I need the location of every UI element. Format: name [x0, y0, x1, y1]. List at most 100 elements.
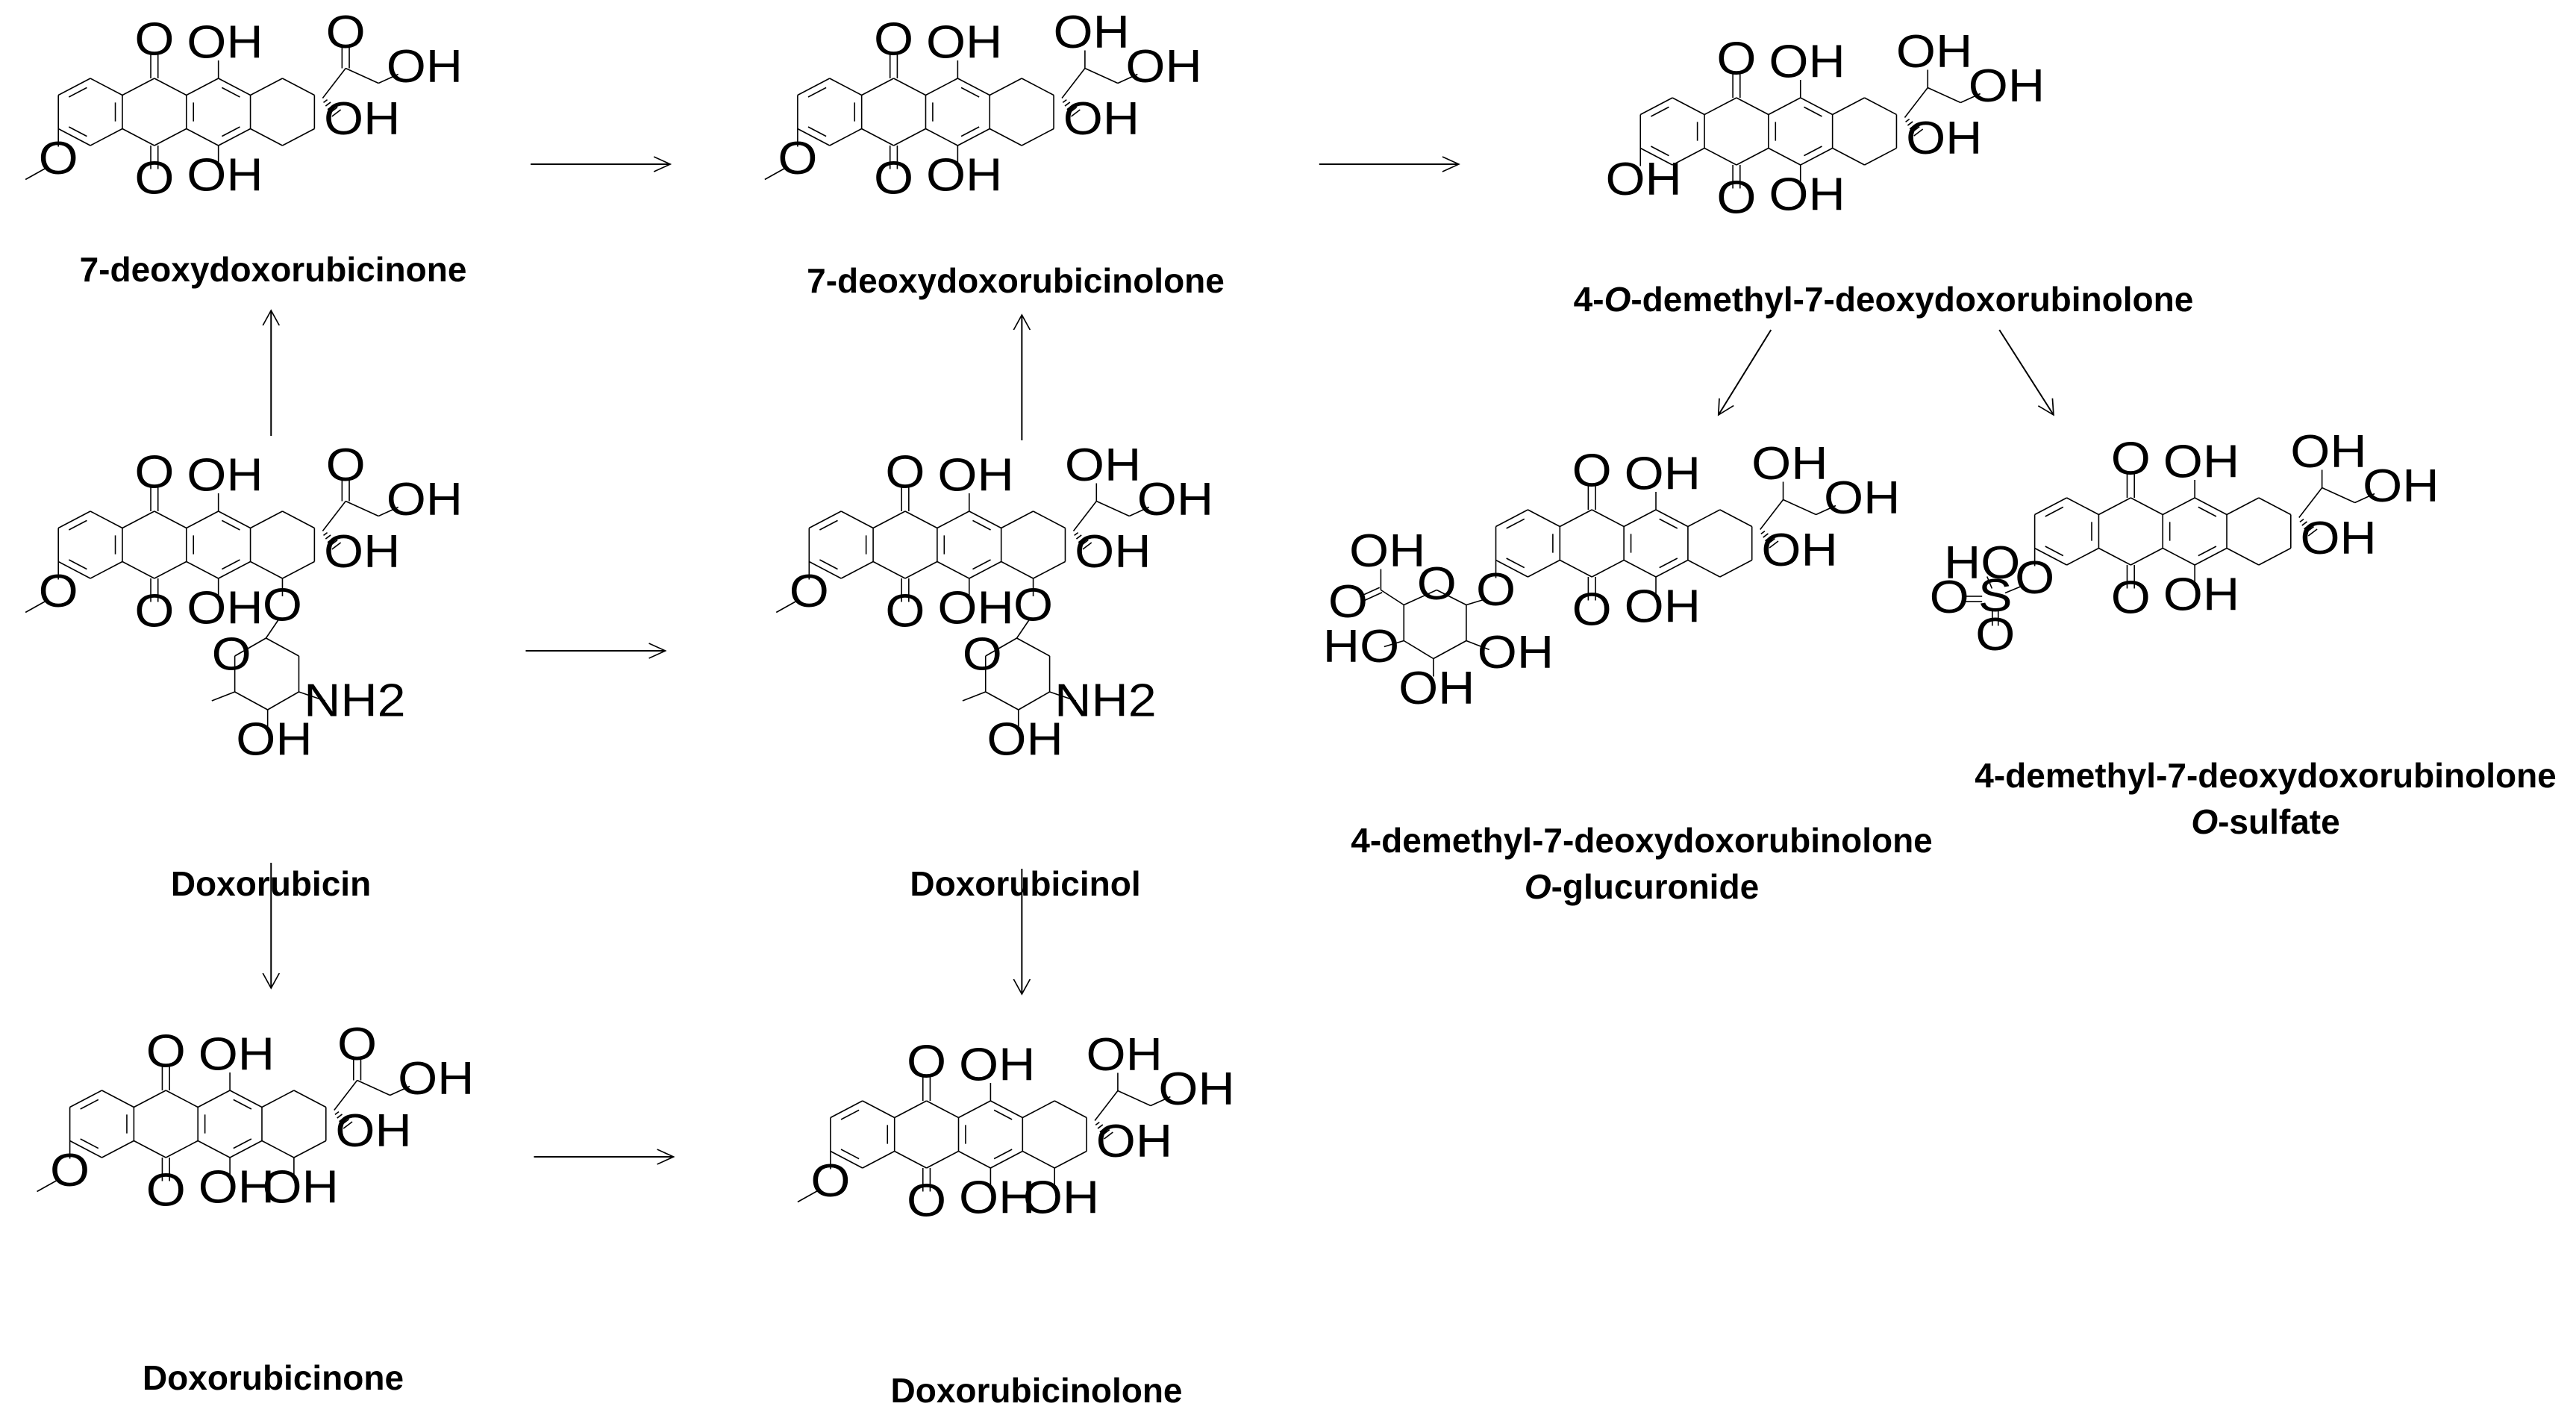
hydroxyl-group: OH: [1625, 447, 1701, 499]
hydroxyl-group: OH: [1158, 1063, 1234, 1114]
ring-oxygen: O: [963, 628, 1002, 679]
hydroxyl-group: OH: [198, 1028, 275, 1079]
hydroxyl-group: OH: [937, 581, 1013, 633]
hydroxyl-group: OH: [1969, 60, 2045, 111]
hydroxyl-group: OH: [187, 581, 263, 633]
hydroxyl-group: OH: [387, 473, 463, 525]
hydroxyl-group: OH: [959, 1038, 1035, 1090]
hydroxyl-group: OH: [1906, 112, 1982, 163]
hydroxyl-group: OH: [187, 149, 263, 200]
sulfonyl-oxygen: O: [1975, 608, 2015, 660]
ketone-oxygen: O: [885, 584, 925, 636]
ketone-oxygen: O: [2111, 432, 2151, 484]
hydroxyl-group: OH: [1075, 525, 1151, 577]
hydroxyl-group: OH: [1824, 472, 1900, 523]
ketone-oxygen: O: [337, 1018, 377, 1069]
hydroxyl-group: OH: [1769, 35, 1845, 87]
hydroxyl-group: OH: [937, 449, 1013, 500]
ketone-oxygen: O: [874, 13, 913, 64]
ketone-oxygen: O: [1572, 444, 1612, 496]
hydroxyl-group: OH: [1125, 40, 1201, 92]
methoxy-oxygen: O: [790, 565, 829, 616]
hydroxyl-group: OH: [1063, 93, 1139, 144]
sulfur-atom: S: [1978, 569, 2013, 621]
ketone-oxygen: O: [134, 13, 174, 64]
ketone-oxygen: O: [885, 446, 925, 497]
hydroxyl-group: OH: [926, 149, 1002, 200]
amine-group: NH2: [304, 674, 406, 725]
methoxy-oxygen: O: [39, 132, 78, 184]
hydroxyl-group: OH: [236, 713, 312, 764]
hydroxyl-group: OH: [2163, 568, 2239, 619]
compound-label-doxorubicin: Doxorubicin: [170, 864, 372, 903]
amine-group: NH2: [1054, 674, 1157, 725]
methoxy-oxygen: O: [810, 1155, 850, 1206]
hydroxyl-group: OH: [1054, 6, 1130, 57]
reaction-arrow-4-o-demethyl-7-deoxydoxorubinolone-to-4-demethyl-7-deoxydoxorubinolone-o-sulfate: [1999, 330, 2054, 415]
ketone-oxygen: O: [1716, 32, 1756, 84]
hydroxyl-group: OH: [1761, 524, 1837, 575]
ketone-oxygen: O: [907, 1174, 946, 1225]
ketone-oxygen: O: [1572, 583, 1612, 634]
hydroxyl-group: OH: [2290, 425, 2366, 477]
ketone-oxygen: O: [326, 439, 366, 490]
ketone-oxygen: O: [134, 446, 174, 497]
methoxy-oxygen: O: [778, 132, 817, 184]
hydroxyl-group: OH: [959, 1171, 1035, 1222]
hydroxyl-group: OH: [324, 525, 400, 577]
hydroxyl-group: OH: [1065, 439, 1141, 490]
ketone-oxygen: O: [874, 152, 913, 203]
ketone-oxygen: O: [134, 584, 174, 636]
ketone-oxygen: O: [907, 1035, 946, 1087]
hydroxyl-group: OH: [987, 713, 1063, 764]
hydroxyl-group: OH: [1398, 662, 1475, 713]
compound-label-doxorubicinolone: Doxorubicinolone: [890, 1371, 1183, 1410]
compound-label-glucuronide: 4-demethyl-7-deoxydoxorubinolone O-glucu…: [1351, 821, 1933, 906]
hydroxyl-group: OH: [926, 16, 1002, 67]
ketone-oxygen: O: [1716, 171, 1756, 222]
hydroxyl-group: OH: [1096, 1115, 1172, 1167]
hydroxyl-group: OH: [2163, 435, 2239, 487]
ketone-oxygen: O: [146, 1164, 186, 1215]
hydroxyl-group: HO: [1944, 537, 2020, 588]
hydroxyl-group: OH: [1605, 153, 1681, 204]
ketone-oxygen: O: [326, 6, 366, 57]
hydroxyl-group: OH: [2300, 512, 2376, 563]
hydroxyl-group: HO: [1323, 620, 1399, 672]
hydroxyl-group: OH: [387, 40, 463, 92]
hydroxyl-group: OH: [1349, 525, 1425, 576]
hydroxyl-group: OH: [1896, 25, 1972, 77]
ketone-oxygen: O: [146, 1025, 186, 1076]
compound-label-7-deoxydoxorubicinolone: 7-deoxydoxorubicinolone: [807, 261, 1225, 300]
hydroxyl-group: OH: [263, 1161, 339, 1212]
glycosidic-oxygen: O: [1013, 578, 1053, 630]
hydroxyl-group: OH: [1478, 626, 1554, 678]
carboxyl-oxygen: O: [1328, 575, 1368, 627]
hydroxyl-group: OH: [187, 16, 263, 67]
compound-label-sulfate: 4-demethyl-7-deoxydoxorubinolone O-sulfa…: [1975, 756, 2557, 841]
hydroxyl-group: OH: [1137, 473, 1213, 525]
ketone-oxygen: O: [2111, 571, 2151, 622]
hydroxyl-group: OH: [2363, 460, 2439, 511]
hydroxyl-group: OH: [1769, 168, 1845, 219]
glycosidic-oxygen: O: [263, 578, 302, 630]
compound-label-doxorubicinol: Doxorubicinol: [910, 864, 1141, 903]
methoxy-oxygen: O: [50, 1144, 90, 1196]
methoxy-oxygen: O: [39, 565, 78, 616]
hydroxyl-group: OH: [1625, 580, 1701, 631]
ether-oxygen: O: [2015, 552, 2054, 603]
compound-label-7-deoxydoxorubicinone: 7-deoxydoxorubicinone: [79, 250, 467, 289]
hydroxyl-group: OH: [198, 1161, 275, 1212]
sulfonyl-oxygen: O: [1930, 571, 1969, 622]
ketone-oxygen: O: [134, 152, 174, 203]
